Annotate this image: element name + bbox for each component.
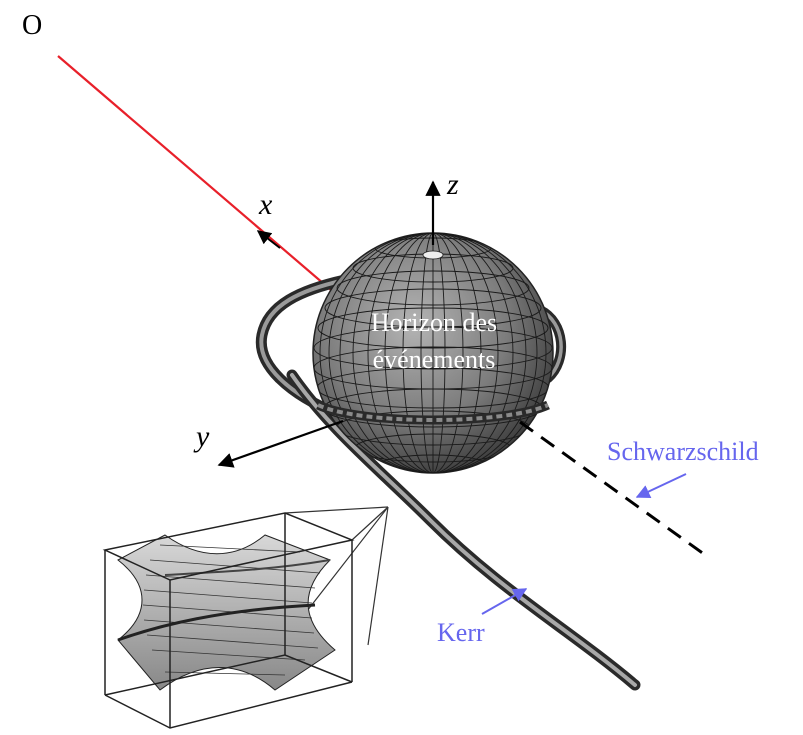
schwarzschild-label: Schwarzschild xyxy=(607,437,759,466)
horizon-label-line2: événements xyxy=(373,345,496,374)
observer-ray xyxy=(58,56,338,296)
origin-label: O xyxy=(22,10,42,41)
x-axis-arrow xyxy=(258,231,280,248)
x-axis-label: x xyxy=(258,188,273,221)
z-axis-label: z xyxy=(446,168,459,201)
schwarzschild-pointer xyxy=(637,474,686,497)
kerr-label: Kerr xyxy=(437,618,485,647)
y-axis-arrow xyxy=(219,421,343,465)
horizon-label-line1: Horizon des xyxy=(371,308,497,337)
zoom-inset-box xyxy=(105,513,352,728)
y-axis-label: y xyxy=(193,420,210,453)
